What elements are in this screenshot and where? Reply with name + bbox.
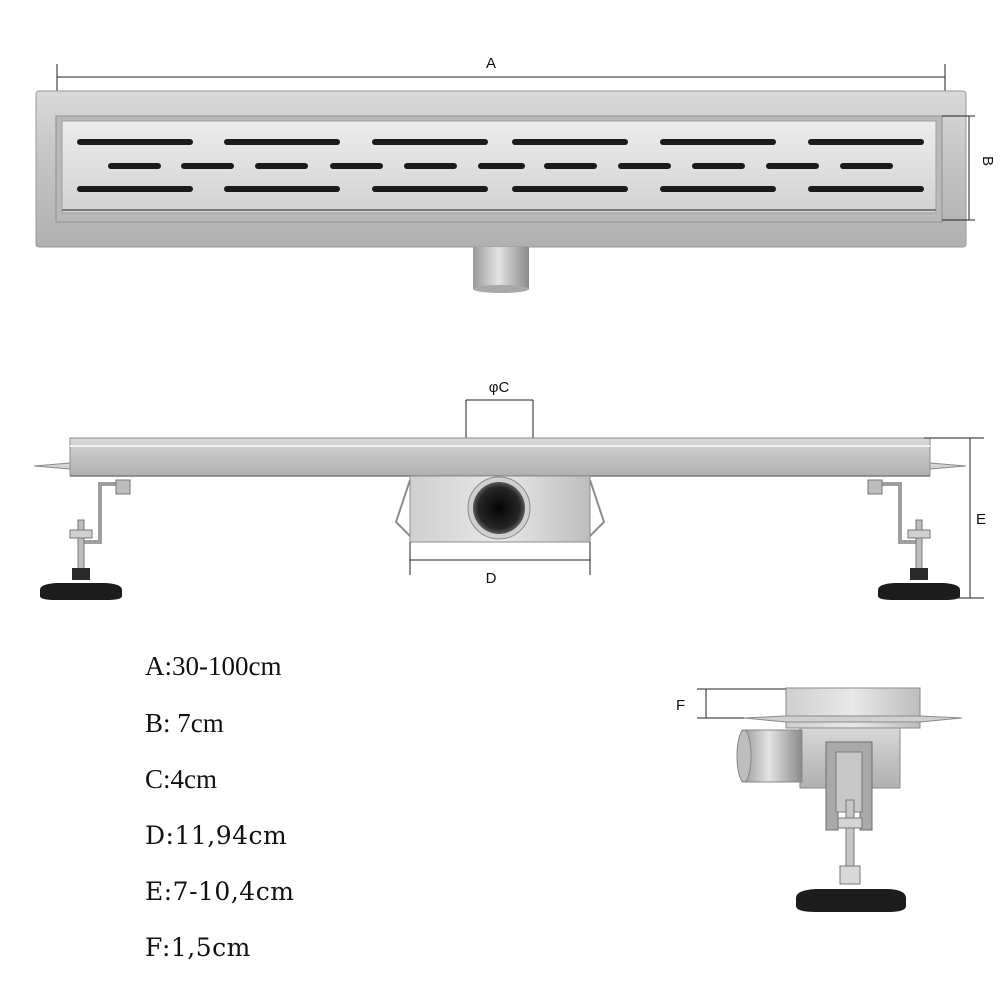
spec-f: F:1,5cm — [145, 933, 251, 962]
top-view: A — [35, 55, 996, 293]
end-outlet-pipe — [741, 729, 803, 783]
spec-d: D:11,94cm — [145, 821, 288, 850]
label-d: D — [486, 570, 497, 587]
side-view: φC D — [33, 379, 986, 600]
spec-a: A:30-100cm — [145, 651, 282, 681]
channel-body — [69, 437, 931, 477]
adjustable-foot-left — [40, 479, 131, 600]
adjustable-foot-right — [867, 479, 960, 600]
label-e: E — [976, 511, 986, 528]
label-a: A — [486, 55, 496, 72]
label-f: F — [676, 697, 685, 714]
outlet-pipe-top — [473, 247, 529, 289]
spec-b: B: 7cm — [145, 708, 224, 738]
spec-e: E:7-10,4cm — [145, 877, 295, 906]
end-flange — [743, 715, 963, 723]
spec-c: C:4cm — [145, 764, 217, 794]
end-view: F — [676, 687, 963, 912]
end-foot — [796, 889, 906, 912]
grate-slots — [77, 139, 924, 192]
label-c: φC — [489, 379, 510, 396]
label-b: B — [979, 156, 996, 166]
